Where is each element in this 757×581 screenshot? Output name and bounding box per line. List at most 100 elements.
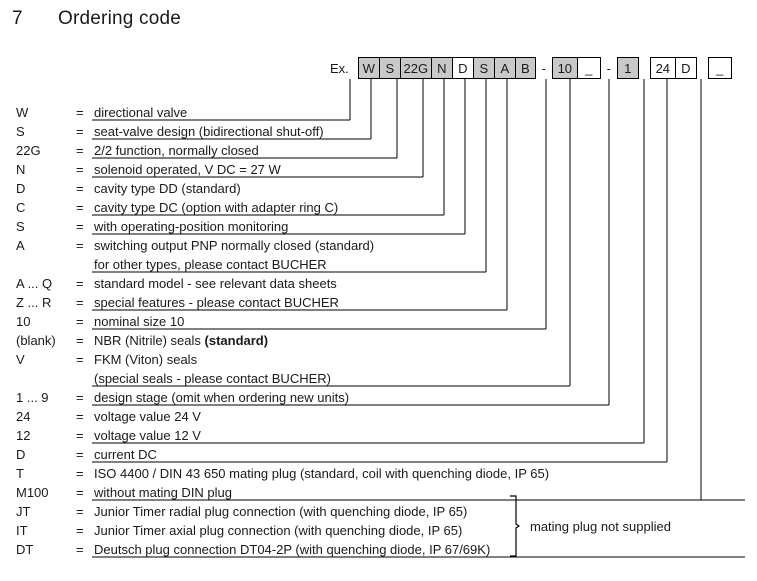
legend-code: A ... Q xyxy=(16,276,53,291)
legend-row: IT = Junior Timer axial plug connection (w… xyxy=(12,521,757,540)
code-box: D xyxy=(674,57,697,79)
legend-equals: = xyxy=(76,523,84,538)
code-box: _ xyxy=(707,57,732,79)
legend-row: DT=Deutsch plug connection DT04-2P (with… xyxy=(12,540,757,559)
legend-equals: = xyxy=(76,542,84,557)
legend-row: D = cavity type DD (standard) xyxy=(12,179,757,198)
code-box: W xyxy=(357,57,379,79)
legend-code: 24 xyxy=(16,409,31,424)
legend-description: directional valve xyxy=(94,105,188,120)
code-box: S xyxy=(378,57,400,79)
legend-code: V xyxy=(16,352,25,367)
legend-code: D xyxy=(16,181,26,196)
legend-equals: = xyxy=(76,314,84,329)
legend-code: T xyxy=(16,466,24,481)
legend-description: ISO 4400 / DIN 43 650 mating plug (stand… xyxy=(94,466,550,481)
legend-equals: = xyxy=(76,181,84,196)
legend-code: A xyxy=(16,238,25,253)
legend-row: A = switching output PNP normally closed (… xyxy=(12,236,757,274)
legend-row: 12 = voltage value 12 V xyxy=(12,426,757,445)
section-number: 7 xyxy=(12,8,23,29)
legend-equals: = xyxy=(76,143,84,158)
legend-row: V = FKM (Viton) seals (special seals - plea… xyxy=(12,350,757,388)
code-separator: - xyxy=(606,60,611,76)
legend-row: S = seat-valve design (bidirectional shut-… xyxy=(12,122,757,141)
legend-equals: = xyxy=(76,200,84,215)
code-box: 10 xyxy=(551,57,577,79)
legend-row: 22G = 2/2 function, normally closed xyxy=(12,141,757,160)
legend-code: Z ... R xyxy=(16,295,52,310)
legend-description-cont: (special seals - please contact BUCHER) xyxy=(94,371,331,386)
legend-code: M100 xyxy=(16,485,49,500)
legend-code: 10 xyxy=(16,314,31,329)
legend-code: S xyxy=(16,124,25,139)
legend-code: JT xyxy=(16,504,31,519)
legend-row: A ... Q=standard model - see relevant da… xyxy=(12,274,757,293)
code-box: _ xyxy=(576,57,601,79)
legend-description: with operating-position monitoring xyxy=(94,219,289,234)
code-box: B xyxy=(514,57,536,79)
legend-code: 22G xyxy=(16,143,41,158)
legend-equals: = xyxy=(76,105,84,120)
brace-note: mating plug not supplied xyxy=(508,495,671,557)
legend-description: 2/2 function, normally closed xyxy=(94,143,259,158)
legend-description: Junior Timer radial plug connection (wit… xyxy=(94,504,468,519)
legend-row: D=current DC xyxy=(12,445,757,464)
legend-description-cont: for other types, please contact BUCHER xyxy=(94,257,327,272)
legend-code: N xyxy=(16,162,26,177)
legend-code: W xyxy=(16,105,29,120)
legend-description: special features - please contact BUCHER xyxy=(94,295,339,310)
code-box: 22G xyxy=(399,57,431,79)
legend-description: nominal size 10 xyxy=(94,314,185,329)
legend-row: M100 = without mating DIN plug xyxy=(12,483,757,502)
legend-code: IT xyxy=(16,523,28,538)
legend-description: solenoid operated, V DC = 27 W xyxy=(94,162,281,177)
legend-equals: = xyxy=(76,295,84,310)
legend-description: seat-valve design (bidirectional shut-of… xyxy=(94,124,324,139)
code-box: N xyxy=(430,57,452,79)
legend-equals: = xyxy=(76,352,84,367)
brace-note-label: mating plug not supplied xyxy=(530,518,671,534)
legend-description: switching output PNP normally closed (st… xyxy=(94,238,375,253)
code-box: A xyxy=(493,57,515,79)
legend-code: C xyxy=(16,200,26,215)
legend-code: D xyxy=(16,447,26,462)
legend-description: design stage (omit when ordering new uni… xyxy=(94,390,350,405)
legend-row: (blank)=NBR (Nitrile) seals (standard) xyxy=(12,331,757,350)
code-separator: - xyxy=(541,60,546,76)
legend-description: voltage value 24 V xyxy=(94,409,201,424)
example-label: Ex. xyxy=(330,60,349,76)
legend-description: FKM (Viton) seals xyxy=(94,352,198,367)
legend-code: S xyxy=(16,219,25,234)
code-box: 1 xyxy=(616,57,639,79)
legend-row: 10 = nominal size 10 xyxy=(12,312,757,331)
legend-description: standard model - see relevant data sheet… xyxy=(94,276,337,291)
legend-row: Z ... R = special features - please contac… xyxy=(12,293,757,312)
legend-description: cavity type DC (option with adapter ring… xyxy=(94,200,339,215)
section-title: Ordering code xyxy=(58,8,182,29)
legend-description: cavity type DD (standard) xyxy=(94,181,241,196)
legend-row: JT=Junior Timer radial plug connection (… xyxy=(12,502,757,521)
legend-code: DT xyxy=(16,542,34,557)
legend-description: Junior Timer axial plug connection (with… xyxy=(94,523,463,538)
legend-equals: = xyxy=(76,124,84,139)
legend-description: NBR (Nitrile) seals (standard) xyxy=(94,333,269,348)
legend-equals: = xyxy=(76,485,84,500)
legend-description: voltage value 12 V xyxy=(94,428,201,443)
code-box: D xyxy=(451,57,473,79)
legend-equals: = xyxy=(76,219,84,234)
curly-brace-icon xyxy=(510,495,520,557)
legend-row: 24=voltage value 24 V xyxy=(12,407,757,426)
legend-equals: = xyxy=(76,238,84,253)
code-box-group: 10_ xyxy=(551,57,601,79)
legend-row: W = directional valve xyxy=(12,103,757,122)
code-box-group: 1 xyxy=(616,57,639,79)
legend-code: 12 xyxy=(16,428,31,443)
legend-description: without mating DIN plug xyxy=(94,485,233,500)
legend-equals: = xyxy=(76,466,84,481)
legend-equals: = xyxy=(76,428,84,443)
legend-row: S = with operating-position monitoring xyxy=(12,217,757,236)
